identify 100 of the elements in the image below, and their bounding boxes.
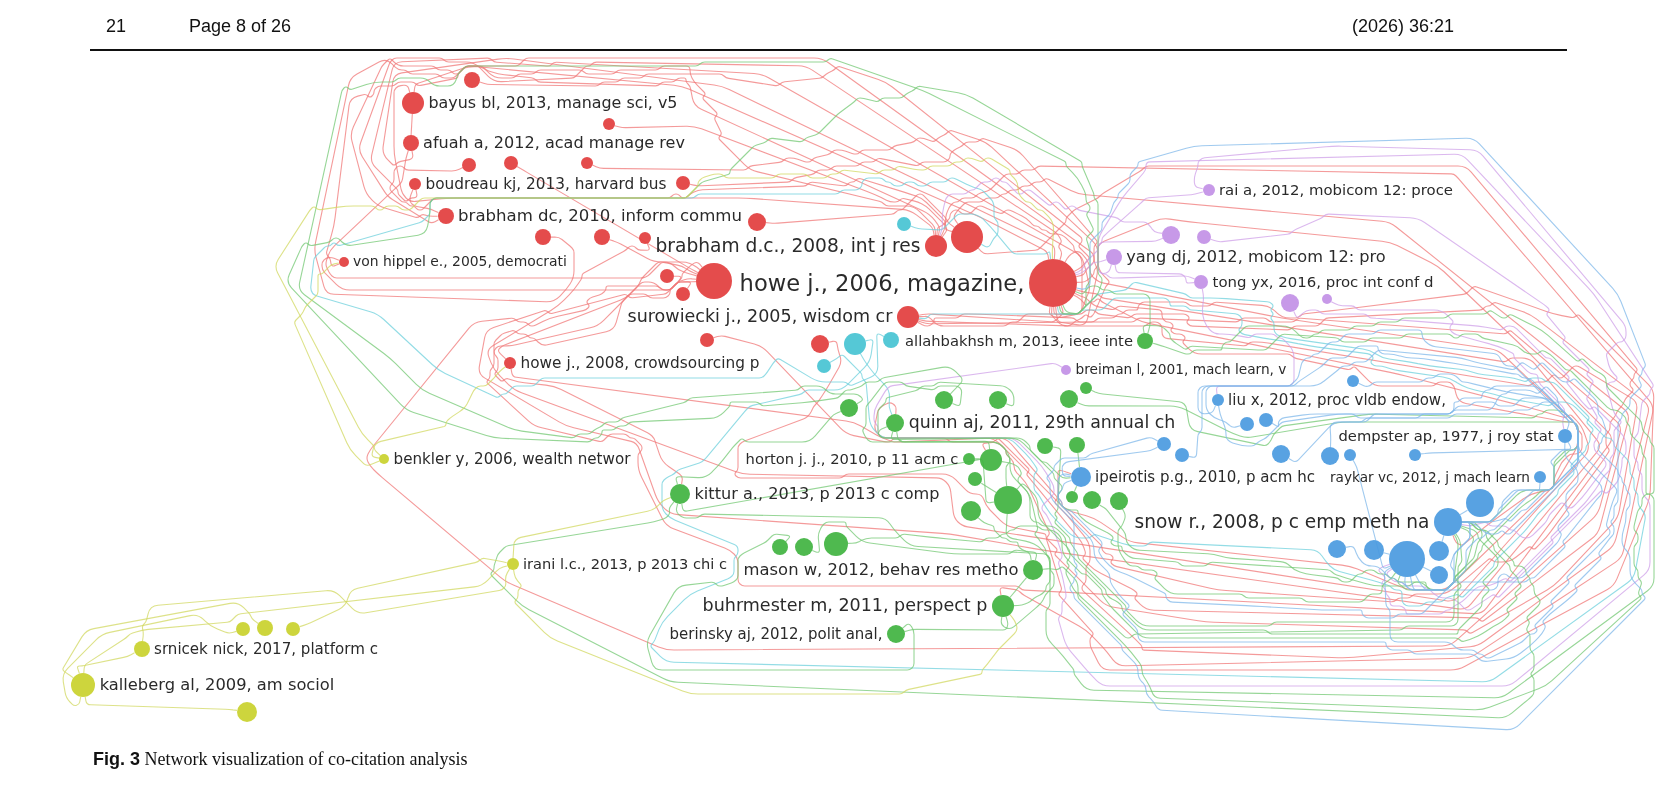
network-link: [76, 652, 136, 675]
network-link: [1409, 482, 1541, 591]
network-link: [765, 193, 955, 228]
node-label: ipeirotis p.g., 2010, p acm hc: [1095, 468, 1315, 486]
node-label: horton j. j., 2010, p 11 acm c: [745, 450, 959, 468]
network-link: [918, 305, 1064, 323]
network-link: [689, 138, 1098, 278]
network-link: [350, 58, 940, 236]
node-label: irani l.c., 2013, p 2013 chi c: [523, 555, 727, 573]
network-link: [1193, 145, 1627, 611]
network-link: [811, 521, 1037, 561]
page-label: Page 8 of 26: [189, 15, 292, 37]
network-link: [516, 165, 699, 274]
network-link: [896, 324, 1655, 699]
network-link: [314, 59, 937, 303]
network-link: [1210, 213, 1607, 539]
network-link: [321, 256, 697, 291]
network-link: [918, 205, 1083, 327]
network-link: [479, 66, 1090, 273]
network-link: [1293, 309, 1627, 615]
network-link: [977, 165, 1638, 603]
node-label: mason w, 2012, behav res metho: [743, 561, 1019, 579]
network-link: [650, 297, 1646, 683]
node-label: tong yx, 2016, proc int conf d: [1212, 273, 1434, 291]
node-label: boudreau kj, 2013, harvard bus: [425, 175, 667, 193]
node-label: afuah a, 2012, acad manage rev: [423, 134, 685, 152]
network-link: [974, 458, 995, 504]
network-link: [1098, 504, 1483, 591]
network-link: [1097, 191, 1204, 280]
network-link: [1288, 385, 1618, 659]
network-link: [490, 501, 1541, 719]
network-link: [275, 157, 1055, 457]
node-label: rai a, 2012, mobicom 12: proce: [1219, 181, 1453, 199]
article-number: 21: [106, 15, 127, 37]
network-link: [366, 281, 1621, 651]
network-link: [1422, 566, 1432, 572]
network-link: [1074, 285, 1151, 334]
network-link: [1197, 329, 1570, 430]
network-link: [1077, 452, 1081, 468]
network-link: [299, 557, 508, 628]
network-link: [859, 352, 893, 416]
node-label: liu x, 2012, proc vldb endow,: [1228, 391, 1446, 409]
network-link: [1001, 461, 1499, 635]
network-link: [939, 177, 1163, 237]
network-link: [675, 410, 842, 485]
network-link: [1459, 509, 1469, 516]
node-label: quinn aj, 2011, 29th annual ch: [908, 413, 1176, 433]
network-link: [1042, 533, 1463, 639]
node-label: howe j., 2008, crowdsourcing p: [520, 354, 760, 372]
node-label: bayus bl, 2013, manage sci, v5: [428, 94, 678, 112]
node-label: kalleberg al, 2009, am sociol: [99, 676, 335, 694]
node-label: allahbakhsh m, 2013, ieee inte: [905, 332, 1133, 350]
node-label: srnicek nick, 2017, platform c: [154, 640, 378, 658]
network-link: [62, 614, 237, 707]
network-link: [1046, 137, 1646, 662]
node-label: dempster ap, 1977, j roy stat: [1338, 427, 1554, 445]
network-link: [614, 125, 948, 238]
node-label: buhrmester m, 2011, perspect p: [702, 596, 988, 616]
network-link: [1357, 373, 1603, 591]
network-link: [904, 615, 1009, 633]
network-link: [62, 602, 260, 679]
network-link: [371, 366, 506, 459]
network-link: [877, 426, 1072, 479]
node-label: raykar vc, 2012, j mach learn: [1330, 469, 1530, 485]
network-link: [877, 381, 1015, 487]
network-link: [1383, 552, 1391, 555]
network-link: [980, 482, 997, 494]
network-link: [910, 213, 1052, 260]
network-link: [1218, 401, 1579, 523]
network-link: [141, 568, 511, 642]
network-link: [84, 696, 238, 711]
network-link: [829, 281, 1594, 607]
network-link: [1009, 577, 1028, 599]
node-label: benkler y, 2006, wealth networ: [393, 450, 631, 468]
network-link: [862, 381, 991, 450]
network-link: [1414, 442, 1579, 591]
network-link: [498, 261, 701, 360]
node-label: surowiecki j., 2005, wisdom cr: [627, 307, 893, 327]
network-link: [675, 503, 1055, 630]
network-link: [713, 178, 1629, 622]
network-link: [512, 496, 672, 559]
network-link: [1187, 345, 1579, 535]
network-link: [734, 306, 1638, 634]
network-link: [1117, 508, 1397, 603]
network-link: [591, 130, 1110, 327]
node-label: yang dj, 2012, mobicom 12: pro: [1126, 248, 1386, 266]
network-link: [513, 569, 1018, 695]
network-link: [1114, 264, 1195, 284]
network-link: [1074, 259, 1107, 276]
figure-caption: Fig. 3 Network visualization of co-citation analysis: [93, 748, 468, 770]
network-link: [1345, 521, 1471, 591]
network-link: [1016, 310, 1655, 711]
network-link: [1074, 292, 1583, 546]
network-link: [83, 565, 508, 674]
node-label: brabham d.c., 2008, int j res: [655, 235, 921, 257]
network-link: [325, 150, 698, 279]
network-link: [410, 113, 413, 136]
network-link: [1005, 513, 1051, 607]
node-label: von hippel e., 2005, democrati: [353, 254, 567, 270]
network-link: [1352, 459, 1392, 569]
